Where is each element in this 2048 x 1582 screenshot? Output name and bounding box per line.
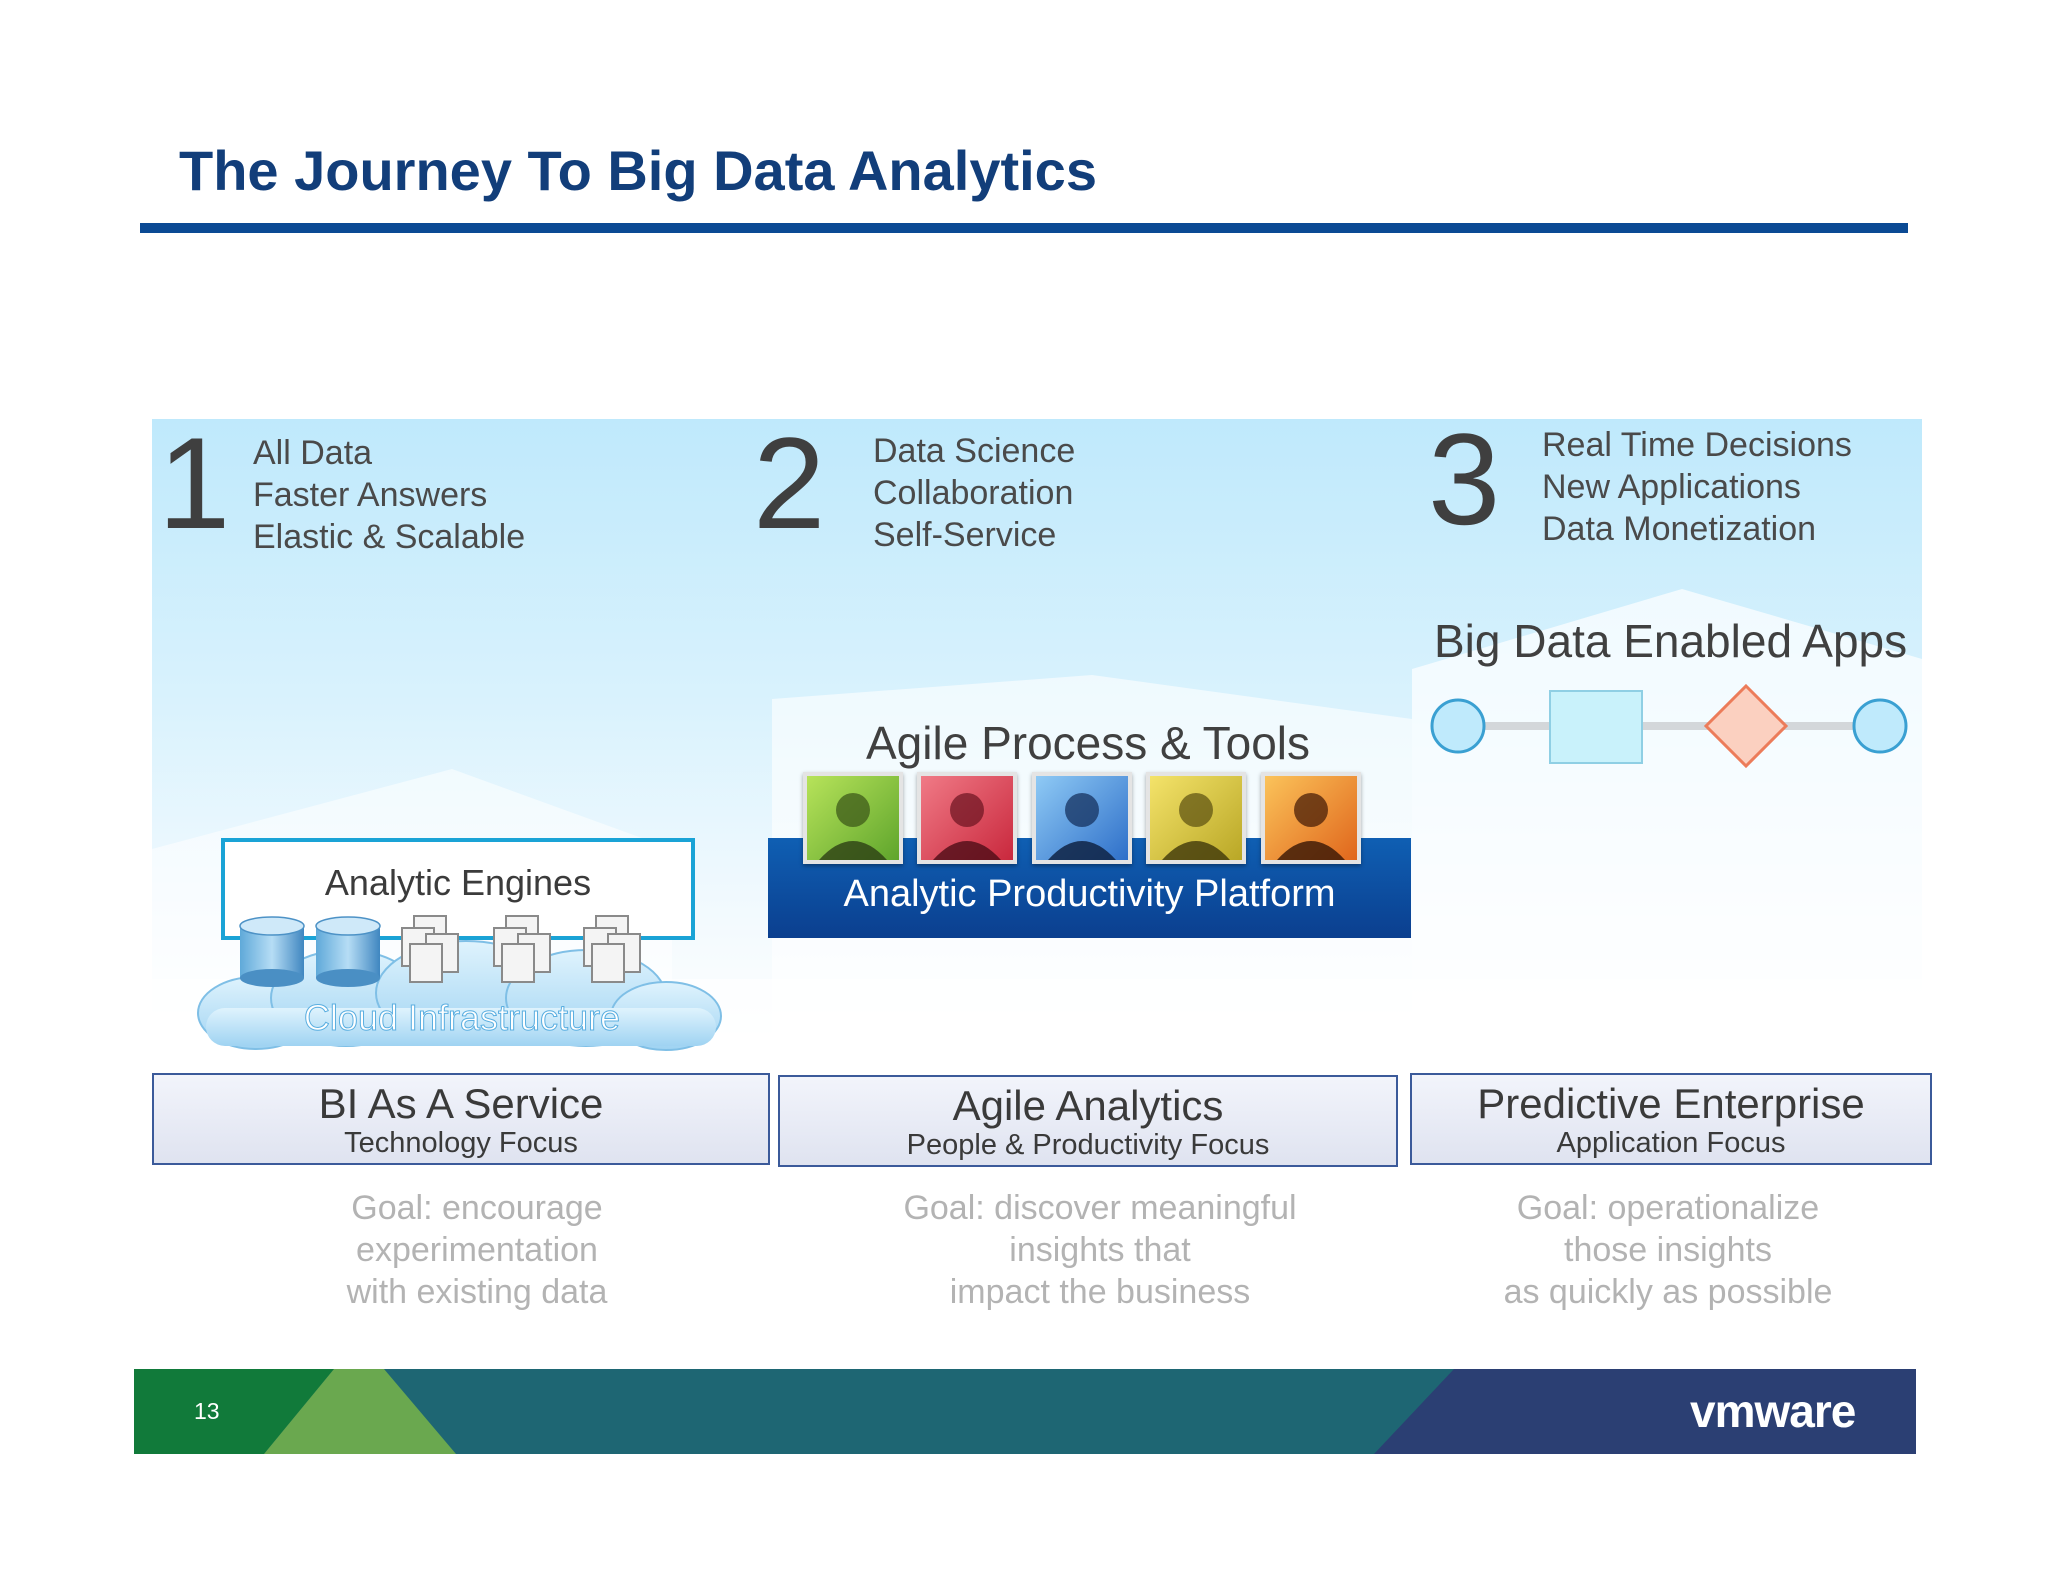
- stage-3-list: Real Time Decisions New Applications Dat…: [1542, 424, 1852, 550]
- goal-line: experimentation: [356, 1231, 598, 1269]
- title-underline: [140, 223, 1908, 233]
- stage-2-item: Data Science: [873, 432, 1076, 470]
- stage-3-item: Data Monetization: [1542, 510, 1817, 548]
- goal-line: with existing data: [346, 1273, 608, 1311]
- stage-1-item: Elastic & Scalable: [253, 518, 526, 556]
- decision-node-icon: [1703, 683, 1789, 769]
- footer-band: [134, 1369, 1916, 1454]
- goal-line: insights that: [1009, 1231, 1191, 1269]
- person-photo: [917, 772, 1017, 864]
- focus-title: Predictive Enterprise: [1477, 1080, 1865, 1127]
- person-photo: [1146, 772, 1246, 864]
- focus-subtitle: Technology Focus: [344, 1127, 578, 1159]
- vmware-logo: vmware: [1690, 1385, 1856, 1437]
- focus-title: BI As A Service: [318, 1080, 604, 1127]
- big-data-apps-label: Big Data Enabled Apps: [1434, 615, 1908, 667]
- cloud-infrastructure-label: Cloud Infrastructure: [304, 997, 620, 1038]
- focus-box-predictive-enterprise: Predictive Enterprise Application Focus: [1410, 1073, 1932, 1165]
- process-node-icon: [1549, 690, 1643, 764]
- goal-line: impact the business: [949, 1273, 1251, 1311]
- stage-2-list: Data Science Collaboration Self-Service: [873, 430, 1075, 556]
- goal-line: those insights: [1564, 1231, 1772, 1269]
- goal-line: as quickly as possible: [1503, 1273, 1833, 1311]
- person-photo: [1032, 772, 1132, 864]
- goal-text-2: Goal: discover meaningful insights that …: [800, 1187, 1400, 1313]
- person-icon: [1277, 793, 1345, 860]
- goal-text-3: Goal: operationalize those insights as q…: [1418, 1187, 1918, 1313]
- stage-1-item: Faster Answers: [253, 476, 488, 514]
- slide-title: The Journey To Big Data Analytics: [179, 139, 1097, 202]
- stage-3-item: New Applications: [1542, 468, 1801, 506]
- focus-box-bi-service: BI As A Service Technology Focus: [152, 1073, 770, 1165]
- stage-3-item: Real Time Decisions: [1542, 426, 1852, 464]
- person-icon: [933, 793, 1001, 860]
- server-stack-icon: [493, 915, 551, 983]
- stage-number-1: 1: [158, 410, 231, 556]
- database-icon: [315, 916, 381, 987]
- person-photo: [803, 772, 903, 864]
- goal-line: Goal: encourage: [351, 1189, 603, 1227]
- goal-line: Goal: operationalize: [1516, 1189, 1820, 1227]
- stage-1-item: All Data: [253, 434, 373, 472]
- stage-2-item: Self-Service: [873, 516, 1057, 554]
- stage-number-2: 2: [753, 410, 826, 556]
- stage-number-3: 3: [1428, 406, 1501, 552]
- goal-text-1: Goal: encourage experimentation with exi…: [227, 1187, 727, 1313]
- analytic-platform-label: Analytic Productivity Platform: [843, 873, 1336, 915]
- server-stack-icon: [583, 915, 641, 983]
- end-node-icon: [1852, 698, 1908, 754]
- person-icon: [1048, 793, 1116, 860]
- stage-1-list: All Data Faster Answers Elastic & Scalab…: [253, 432, 525, 558]
- focus-subtitle: People & Productivity Focus: [906, 1129, 1270, 1161]
- app-workflow-diagram: [1430, 683, 1908, 769]
- analytic-engines-label: Analytic Engines: [324, 862, 592, 903]
- start-node-icon: [1430, 698, 1486, 754]
- database-icon: [239, 916, 305, 987]
- person-photo: [1261, 772, 1361, 864]
- stage-2-item: Collaboration: [873, 474, 1074, 512]
- person-icon: [819, 793, 887, 860]
- focus-box-agile-analytics: Agile Analytics People & Productivity Fo…: [778, 1075, 1398, 1167]
- focus-title: Agile Analytics: [952, 1082, 1224, 1129]
- page-number: 13: [194, 1398, 220, 1424]
- agile-tools-label: Agile Process & Tools: [866, 717, 1311, 769]
- goal-line: Goal: discover meaningful: [903, 1189, 1297, 1227]
- cloud-infrastructure-graphic: Cloud Infrastructure: [197, 915, 722, 1051]
- focus-subtitle: Application Focus: [1556, 1127, 1786, 1159]
- server-stack-icon: [401, 915, 459, 983]
- person-icon: [1162, 793, 1230, 860]
